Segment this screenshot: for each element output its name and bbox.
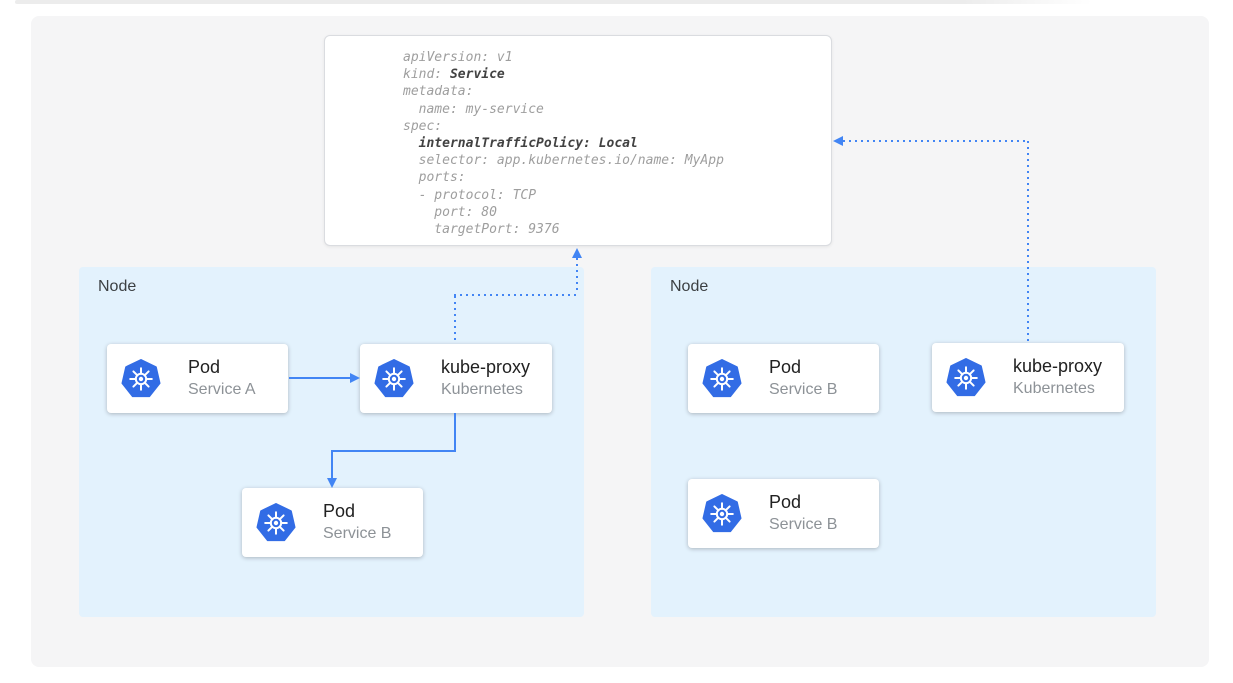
node-right: Node Pod Service B kube-proxy Kubernetes… [651, 267, 1156, 617]
kube-proxy-right-card: kube-proxy Kubernetes [932, 343, 1124, 412]
card-subtitle: Service B [769, 516, 838, 533]
kubernetes-icon [256, 502, 296, 541]
yaml-line: targetPort: 9376 [403, 222, 560, 238]
node-left-label: Node [98, 278, 137, 295]
kubernetes-icon [702, 493, 742, 532]
node-left: Node Pod Service A kube-proxy Kubernetes… [79, 267, 584, 617]
kubernetes-icon [121, 358, 161, 397]
kubernetes-icon [374, 358, 414, 397]
pod-service-b-left-card: Pod Service B [242, 488, 423, 557]
yaml-line: port: 80 [403, 204, 497, 220]
yaml-line: spec: [403, 118, 443, 134]
card-title: Pod [188, 357, 221, 377]
card-title: Pod [769, 492, 802, 512]
card-title: kube-proxy [1013, 356, 1103, 376]
yaml-line: metadata: [403, 84, 474, 100]
arrowhead-down-icon [327, 478, 337, 488]
yaml-line: kind: Service [403, 67, 505, 83]
card-title: Pod [769, 357, 802, 377]
yaml-line: - protocol: TCP [403, 187, 537, 203]
card-subtitle: Kubernetes [1013, 380, 1095, 397]
yaml-line: ports: [403, 170, 466, 186]
yaml-line: name: my-service [403, 101, 544, 117]
card-title: Pod [323, 501, 356, 521]
arrowhead-right-icon [350, 373, 360, 383]
card-subtitle: Service B [323, 525, 392, 542]
arrowhead-up-icon [572, 248, 582, 258]
top-divider [15, 0, 1092, 4]
yaml-line: apiVersion: v1 [403, 50, 513, 65]
pod-service-a-card: Pod Service A [107, 344, 288, 413]
kube-proxy-left-card: kube-proxy Kubernetes [360, 344, 552, 413]
card-title: kube-proxy [441, 357, 531, 377]
service-yaml-panel: apiVersion: v1 kind: Service metadata: n… [324, 35, 832, 246]
pod-service-b-right-top-card: Pod Service B [688, 344, 879, 413]
card-subtitle: Service A [188, 381, 256, 398]
pod-service-b-right-bottom-card: Pod Service B [688, 479, 879, 548]
card-subtitle: Kubernetes [441, 381, 523, 398]
yaml-line: selector: app.kubernetes.io/name: MyApp [403, 153, 724, 169]
card-subtitle: Service B [769, 381, 838, 398]
kubernetes-icon [702, 358, 742, 397]
node-right-label: Node [670, 278, 709, 295]
yaml-line: internalTrafficPolicy: Local [418, 136, 638, 152]
arrowhead-left-icon [833, 136, 843, 146]
kubernetes-icon [946, 357, 986, 396]
